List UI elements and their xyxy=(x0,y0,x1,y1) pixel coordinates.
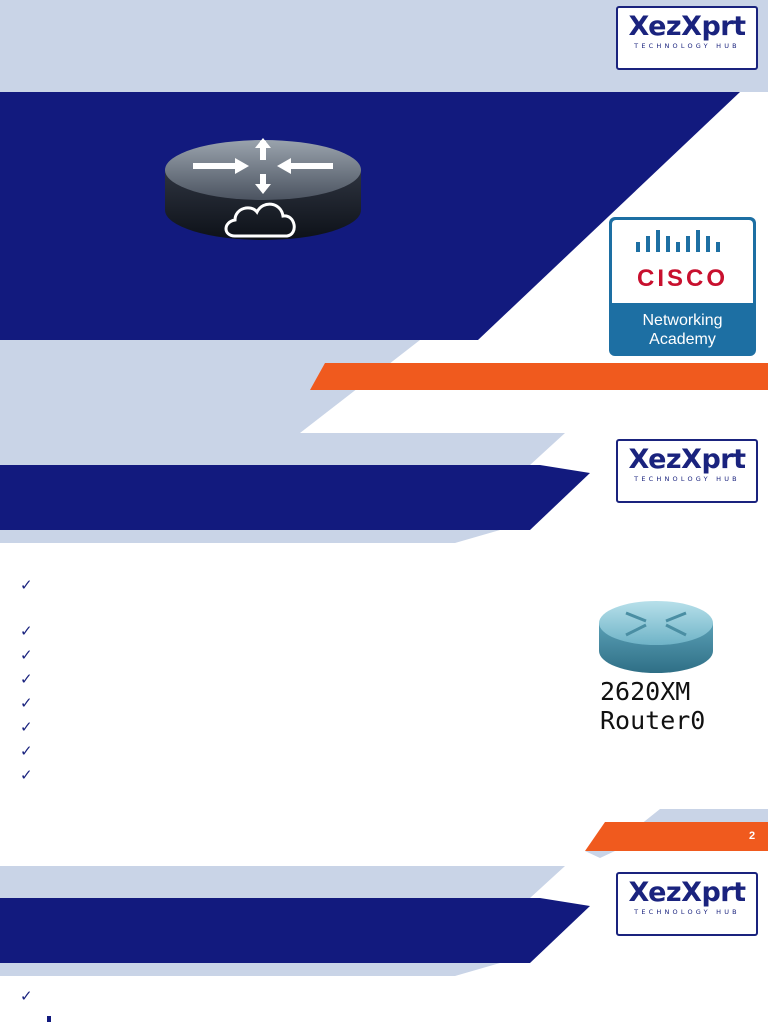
check-icon: ✓ xyxy=(20,694,33,712)
ezxprt-logo: XezXprt TECHNOLOGY HUB xyxy=(616,872,758,936)
device-name: Router0 xyxy=(600,706,706,735)
check-icon: ✓ xyxy=(20,742,33,760)
ezxprt-logo: XezXprt TECHNOLOGY HUB xyxy=(616,439,758,503)
check-icon: ✓ xyxy=(20,622,33,640)
header-band xyxy=(0,465,590,530)
check-icon: ✓ xyxy=(20,718,33,736)
footer-orange-bar xyxy=(585,822,768,851)
device-label: 2620XM Router0 xyxy=(600,677,705,735)
slide-1-title: XezXprt TECHNOLOGY HUB xyxy=(0,0,768,433)
slide-3-background xyxy=(0,866,768,1024)
device-model: 2620XM xyxy=(600,677,691,706)
check-icon: ✓ xyxy=(20,646,33,664)
header-band xyxy=(0,898,590,963)
bullet-dot xyxy=(47,1016,51,1022)
router-device-icon xyxy=(599,601,713,673)
cisco-wordmark: CISCO xyxy=(636,265,728,292)
orange-accent-bar xyxy=(310,363,768,390)
ezxprt-logo: XezXprt TECHNOLOGY HUB xyxy=(616,6,758,70)
slide-3-content: XezXprt TECHNOLOGY HUB ✓ xyxy=(0,866,768,1024)
check-icon: ✓ xyxy=(20,987,33,1005)
router-cloud-icon xyxy=(165,138,361,240)
check-icon: ✓ xyxy=(20,576,33,594)
check-icon: ✓ xyxy=(20,670,33,688)
page-number: 2 xyxy=(749,830,756,842)
slide-2-content: XezXprt TECHNOLOGY HUB ✓ ✓ ✓ ✓ ✓ ✓ ✓ ✓ xyxy=(0,433,768,866)
slide-1-background xyxy=(0,0,768,433)
cisco-bars-icon xyxy=(635,230,720,252)
check-icon: ✓ xyxy=(20,766,33,784)
